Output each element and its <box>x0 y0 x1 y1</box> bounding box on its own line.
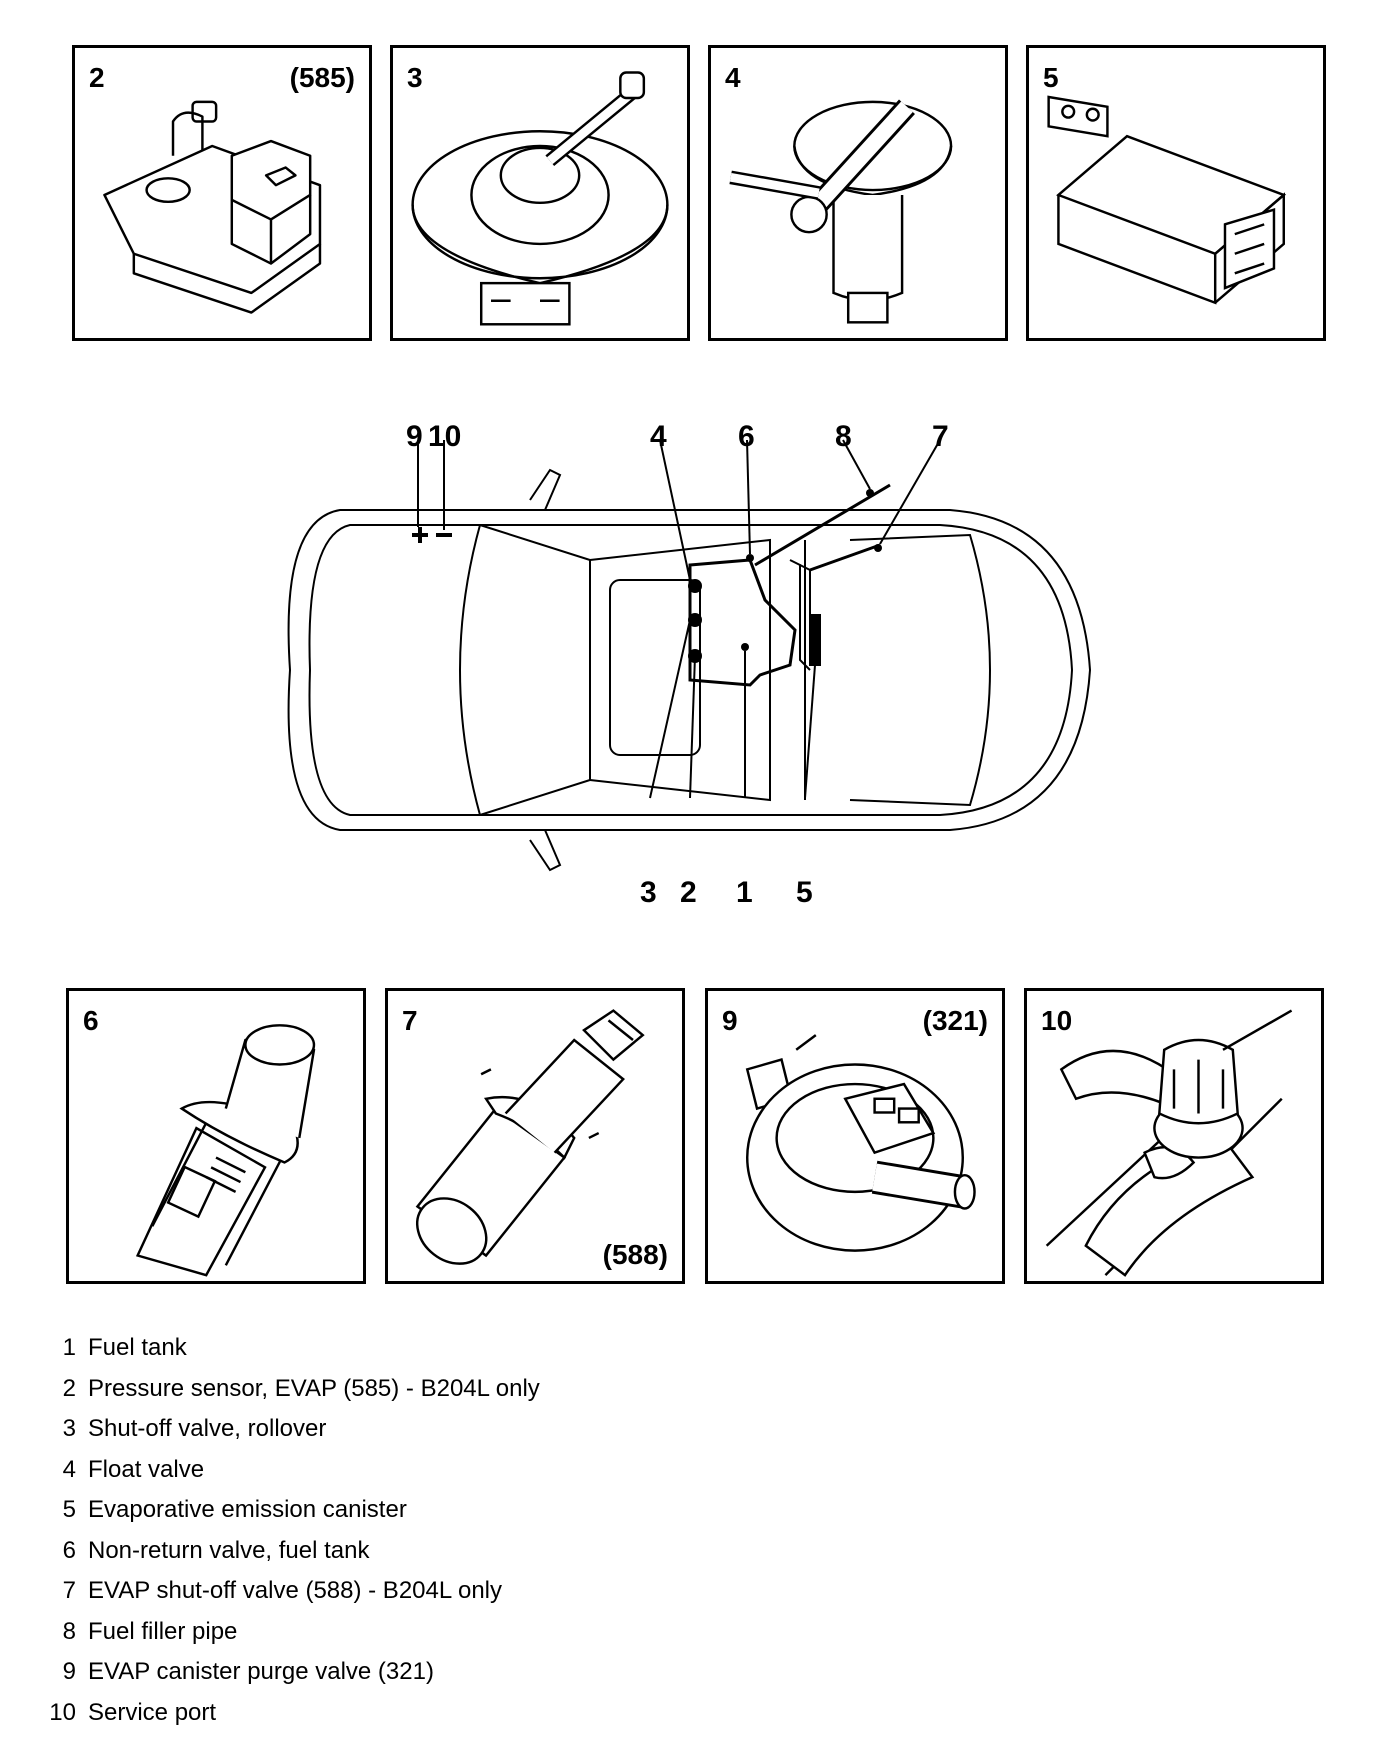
evap-shut-off-valve-marker <box>874 544 882 552</box>
component-code: (585) <box>289 62 355 93</box>
legend-number: 1 <box>62 1334 76 1362</box>
legend-text: Service port <box>88 1698 217 1726</box>
panel-number: 4 <box>725 62 741 93</box>
legend-item: 1 Fuel tank <box>30 1328 730 1369</box>
pressure-sensor-illustration <box>103 100 322 314</box>
legend-item: 6 Non-return valve, fuel tank <box>30 1531 730 1572</box>
panel-number: 3 <box>407 62 423 93</box>
panel-number: 6 <box>83 1005 99 1036</box>
legend-text: Non-return valve, fuel tank <box>88 1536 370 1564</box>
panel-rollover-valve: 3 <box>390 45 690 341</box>
legend-item: 5 Evaporative emission canister <box>30 1490 730 1531</box>
callout-3: 3 <box>640 876 657 909</box>
purge-valve-marker <box>412 527 428 543</box>
service-port-illustration <box>1045 1009 1293 1277</box>
legend-number: 3 <box>62 1415 76 1443</box>
legend-number: 9 <box>62 1658 76 1686</box>
legend-text: Fuel tank <box>88 1334 187 1362</box>
legend-number: 2 <box>62 1374 76 1402</box>
callout-8: 8 <box>835 420 852 453</box>
evap-shut-off-valve-illustration <box>415 1009 645 1265</box>
legend-item: 2 Pressure sensor, EVAP (585) - B204L onl… <box>30 1369 730 1410</box>
panel-float-valve: 4 <box>708 45 1008 341</box>
float-valve-illustration <box>729 99 953 324</box>
legend-text: Evaporative emission canister <box>88 1496 407 1524</box>
legend-item: 9 EVAP canister purge valve (321) <box>30 1652 730 1693</box>
legend-number: 8 <box>62 1617 76 1645</box>
panel-service-port: 10 <box>1024 988 1324 1284</box>
legend-text: EVAP shut-off valve (588) - B204L only <box>88 1577 503 1605</box>
evaporative-canister-marker <box>809 614 821 666</box>
panel-number: 9 <box>722 1005 738 1036</box>
car-body-outline <box>287 509 1092 831</box>
legend-item: 4 Float valve <box>30 1450 730 1491</box>
legend-number: 5 <box>62 1496 76 1524</box>
panel-number: 2 <box>89 62 105 93</box>
callout-10: 10 <box>428 420 462 453</box>
non-return-valve-illustration <box>135 1024 316 1277</box>
non-return-valve-marker <box>746 554 754 562</box>
panel-number: 7 <box>402 1005 418 1036</box>
callout-2: 2 <box>680 876 697 909</box>
legend-text: Pressure sensor, EVAP (585) - B204L only <box>88 1374 540 1402</box>
fuel-tank-marker <box>741 643 749 651</box>
rollover-valve-illustration <box>411 71 669 326</box>
purge-valve-illustration <box>745 1034 976 1252</box>
legend-item: 8 Fuel filler pipe <box>30 1612 730 1653</box>
legend-item: 7 EVAP shut-off valve (588) - B204L only <box>30 1571 730 1612</box>
float-valve-marker <box>688 579 702 593</box>
panel-evap-shut-off-valve: 7 (588) <box>385 988 685 1284</box>
panel-purge-valve: 9 (321) <box>705 988 1005 1284</box>
emission-canister-illustration <box>1047 95 1287 305</box>
legend-text: Fuel filler pipe <box>88 1617 238 1645</box>
callout-1: 1 <box>736 876 753 909</box>
callout-4: 4 <box>650 420 667 453</box>
legend-text: Float valve <box>88 1455 205 1483</box>
callout-5: 5 <box>796 876 813 909</box>
legend-item: 3 Shut-off valve, rollover <box>30 1409 730 1450</box>
legend-number: 7 <box>62 1577 76 1605</box>
car-overview-diagram <box>287 439 1092 872</box>
callout-9: 9 <box>406 420 423 453</box>
component-code: (588) <box>602 1239 668 1270</box>
legend-text: EVAP canister purge valve (321) <box>88 1658 434 1686</box>
panel-emission-canister: 5 <box>1026 45 1326 341</box>
fuel-tank-outline <box>688 558 797 687</box>
panel-non-return-valve: 6 <box>66 988 366 1284</box>
panel-pressure-sensor: 2 (585) <box>72 45 372 341</box>
callout-6: 6 <box>738 420 755 453</box>
legend-item: 10 Service port <box>30 1693 730 1734</box>
panel-number: 10 <box>1041 1005 1073 1036</box>
component-code: (321) <box>922 1005 988 1036</box>
component-legend: 1 Fuel tank 2 Pressure sensor, EVAP (585) … <box>30 1328 730 1733</box>
fuel-filler-pipe-marker <box>866 489 874 497</box>
legend-number: 10 <box>49 1698 76 1726</box>
panel-number: 5 <box>1043 62 1059 93</box>
legend-number: 4 <box>62 1455 76 1483</box>
legend-text: Shut-off valve, rollover <box>88 1415 327 1443</box>
callout-7: 7 <box>932 420 949 453</box>
legend-number: 6 <box>62 1536 76 1564</box>
rollover-valve-marker <box>688 613 702 627</box>
